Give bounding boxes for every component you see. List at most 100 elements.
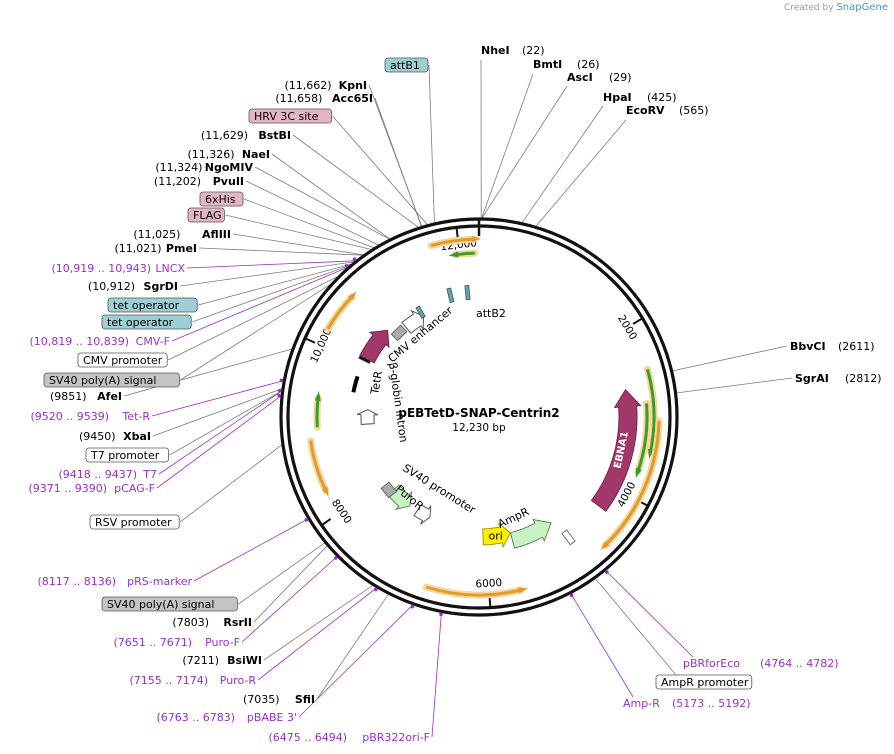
primer-labels: LNCX(10,919 .. 10,943)CMV-F(10,819 .. 10… [28,257,839,744]
leader-line [292,134,419,228]
enzyme-sgrai-pos: (2812) [845,372,882,385]
leader-line [179,261,355,287]
enzyme-name: PvuII [213,175,244,188]
primer-mark [605,570,609,574]
snapgene-credit: Created by SnapGene [784,2,888,13]
enzyme-name: BstBI [258,129,291,142]
feature-label-text: tet operator [113,299,180,312]
enzyme-bbvci: BbvCI [790,340,826,353]
enzyme-position: (10,912) [88,280,135,293]
leader-line [152,388,283,437]
ampr-cds [509,518,552,549]
tetr-cds [359,329,390,364]
leader-line [245,180,379,246]
bp-tick-label: 2000 [615,313,639,342]
primer-name: pCAG-F [114,482,155,495]
enzyme-position: (11,324) [155,161,202,174]
bp-tick-label: 10,000 [308,326,334,364]
leader-line [156,395,282,489]
enzyme-name: AfeI [97,390,122,403]
enzyme-position: (9450) [79,430,116,443]
feature-arc [326,295,354,330]
enzyme-nhei: NheI [481,44,510,57]
leader-line [192,264,351,323]
enzyme-position: (11,326) [188,148,235,161]
beta-globin-feature [356,409,379,425]
primer-mark [277,388,282,393]
feature-arc [315,397,320,428]
feature-arc-arrowhead [348,291,357,301]
enzyme-name: Acc65I [332,92,373,105]
plasmid-name: pEBTetD-SNAP-Centrin2 [398,406,559,420]
enzyme-name: RsrII [223,616,252,629]
feature-arc-arrowhead [517,587,528,594]
primer-mark [373,587,378,592]
bp-tick-label: 8000 [329,497,354,526]
feature-arc-arrowhead [471,236,482,243]
feature-label-box [107,297,198,313]
feature-label-box [384,57,429,73]
feature-arc-arrowhead [314,391,321,402]
enzyme-position: (11,629) [201,129,248,142]
enzyme-name: SgrDI [144,280,178,293]
enzyme-name: PmeI [166,242,197,255]
feature-label-text: AmpR promoter [661,676,749,689]
leader-line [594,578,677,676]
primer-range: (7651 .. 7671) [113,636,192,649]
enzyme-position: (11,025) [133,228,180,241]
enzyme-position: (11,658) [275,92,322,105]
attb2-mark [464,284,471,301]
leader-line [481,85,568,219]
sv40-polya-mark [390,324,408,342]
leader-line [198,247,364,256]
primer-mark [344,263,349,268]
primer-name: pBR322ori-F [362,731,430,744]
leader-line [241,556,338,643]
feature-label-box [77,352,168,368]
leader-line [232,233,364,256]
plasmid-size: 12,230 bp [452,422,506,434]
attb2-label: attB2 [476,307,506,320]
feature-arc-arrowhead [321,486,329,497]
feature-arc-arrowhead [600,541,610,551]
primer-name: T7 [142,468,157,481]
primer-name: CMV-F [136,335,170,348]
feature-label-box [199,191,244,207]
leader-line [271,153,391,240]
intron-bar [351,375,360,393]
leader-line [298,604,414,718]
ampr-label: AmpR [496,505,532,531]
leader-line [535,119,627,227]
leader-line [238,542,326,605]
primer-mark [352,257,357,261]
bp-tick [321,518,332,527]
primer-range: (4764 .. 4782) [760,657,839,670]
sv40-polya-mark-2 [380,481,398,499]
sv40-promoter-feature [413,503,432,525]
primer-range: (7155 .. 7174) [129,674,208,687]
enzyme-position: (7211) [182,654,219,667]
leader-line [171,266,349,342]
enzyme-position: (9851) [50,390,87,403]
leader-line [521,105,604,223]
feature-label-text: attB1 [390,59,420,72]
leader-line [225,214,372,250]
left-enzyme-labels: KpnI(11,662)Acc65I(11,658)BstBI(11,629)N… [50,79,373,706]
right-enzyme-labels: NheI (22) BmtI (26) AscI (29) HpaI (425)… [481,44,882,385]
feature-arc [636,403,649,472]
feature-label-text: SV40 poly(A) signal [49,374,156,387]
leader-line [243,198,375,249]
primer-mark [304,518,309,522]
ampr-promoter-mark [561,529,576,546]
feature-label-box [101,314,192,330]
enzyme-name: KpnI [339,79,367,92]
leader-line [431,612,442,738]
feature-arc [604,420,661,547]
enzyme-position: (7035) [243,693,280,706]
beta-globin-intron-label: β-globin intron [386,362,410,444]
feature-label-box [43,372,180,388]
feature-label-text: RSV promoter [95,516,172,529]
bp-tick [304,337,316,344]
